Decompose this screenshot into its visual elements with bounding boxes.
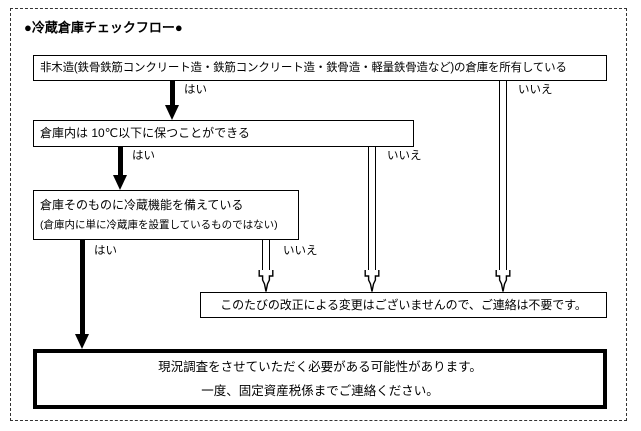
question-box-temperature: 倉庫内は 10℃以下に保つことができる <box>33 120 414 147</box>
branch-label-q3-yes: はい <box>94 245 117 257</box>
arrow-q2-no <box>364 147 380 292</box>
arrow-q2-yes <box>110 147 130 190</box>
page-title: ●冷蔵倉庫チェックフロー● <box>24 20 183 35</box>
arrow-q1-no <box>495 81 511 292</box>
outcome-box-survey-line2: 一度、固定資産税係までご連絡ください。 <box>201 383 439 398</box>
arrow-q3-no <box>258 240 274 292</box>
outcome-box-no-change: このたびの改正による変更はございませんので、ご連絡は不要です。 <box>200 292 607 318</box>
branch-label-q1-no: いいえ <box>518 84 553 96</box>
branch-label-q3-no: いいえ <box>283 245 318 257</box>
outcome-box-survey-line1: 現況調査をさせていただく必要がある可能性があります。 <box>158 359 482 374</box>
question-box-structure-text: 非木造(鉄骨鉄筋コンクリート造・鉄筋コンクリート造・鉄骨造・軽量鉄骨造など)の倉… <box>40 61 567 74</box>
arrowhead-outline-icon <box>364 270 380 292</box>
outer-dashed-frame <box>10 8 627 421</box>
arrow-q3-yes <box>72 240 92 349</box>
outcome-box-survey-required: 現況調査をさせていただく必要がある可能性があります。 一度、固定資産税係までご連… <box>33 349 607 409</box>
question-box-temperature-text: 倉庫内は 10℃以下に保つことができる <box>40 126 250 140</box>
question-box-refrigeration-line2: (倉庫内に単に冷蔵庫を設置しているものではない) <box>40 218 278 231</box>
question-box-refrigeration: 倉庫そのものに冷蔵機能を備えている (倉庫内に単に冷蔵庫を設置しているものではな… <box>33 190 299 240</box>
outcome-box-no-change-text: このたびの改正による変更はございませんので、ご連絡は不要です。 <box>220 297 587 312</box>
question-box-refrigeration-line1: 倉庫そのものに冷蔵機能を備えている <box>40 197 244 212</box>
arrowhead-outline-icon <box>258 270 274 292</box>
branch-label-q2-yes: はい <box>132 150 155 162</box>
branch-label-q2-no: いいえ <box>387 150 422 162</box>
question-box-structure: 非木造(鉄骨鉄筋コンクリート造・鉄筋コンクリート造・鉄骨造・軽量鉄骨造など)の倉… <box>33 55 607 81</box>
branch-label-q1-yes: はい <box>184 84 207 96</box>
arrow-q1-yes <box>162 81 182 120</box>
arrowhead-outline-icon <box>495 270 511 292</box>
